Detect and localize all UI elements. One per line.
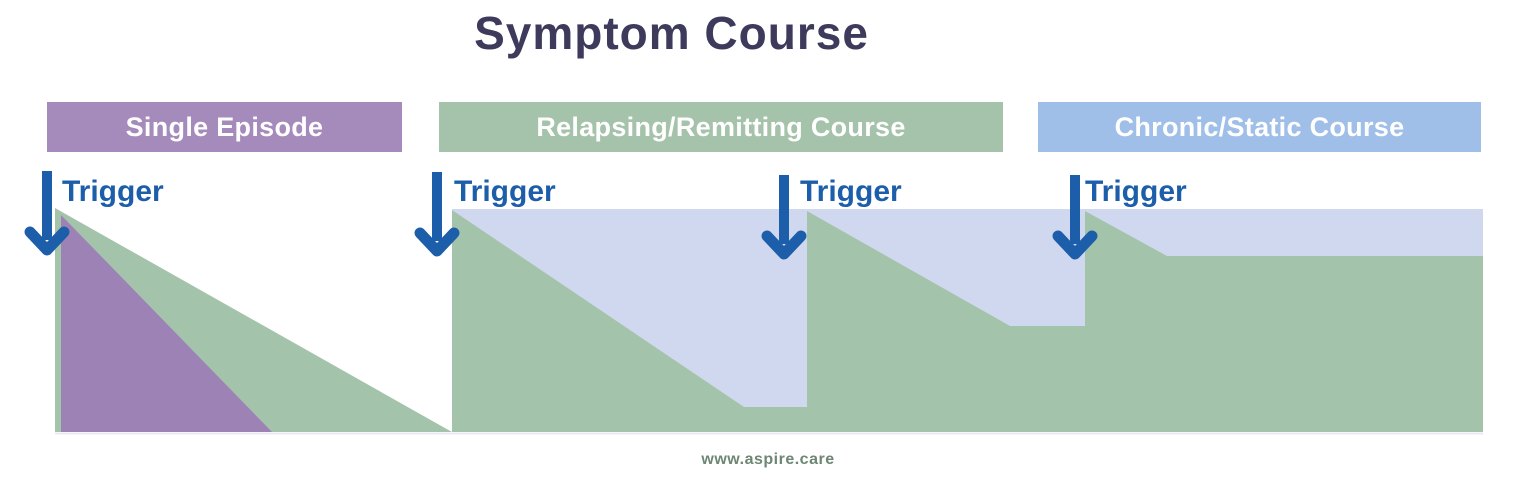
header-single-episode: Single Episode xyxy=(47,102,402,152)
relapsing-chronic-green-shape xyxy=(452,210,1483,432)
trigger-label-2: Trigger xyxy=(454,175,556,208)
trigger-arrow-4 xyxy=(1052,175,1098,260)
page-title: Symptom Course xyxy=(474,7,869,59)
trigger-arrow-1 xyxy=(24,171,70,256)
header-chronic-static: Chronic/Static Course xyxy=(1038,102,1481,152)
header-chronic-static-label: Chronic/Static Course xyxy=(1114,111,1405,142)
header-single-episode-label: Single Episode xyxy=(125,111,324,142)
trigger-arrow-2 xyxy=(414,172,460,257)
header-relapsing-remitting-label: Relapsing/Remitting Course xyxy=(536,111,906,142)
trigger-label-3: Trigger xyxy=(800,175,902,208)
single-episode-purple-shape xyxy=(61,215,272,432)
trigger-label-1: Trigger xyxy=(62,175,164,208)
trigger-arrow-3 xyxy=(761,175,807,260)
website-url: www.aspire.care xyxy=(701,451,835,468)
header-relapsing-remitting: Relapsing/Remitting Course xyxy=(439,102,1003,152)
trigger-label-4: Trigger xyxy=(1085,175,1187,208)
